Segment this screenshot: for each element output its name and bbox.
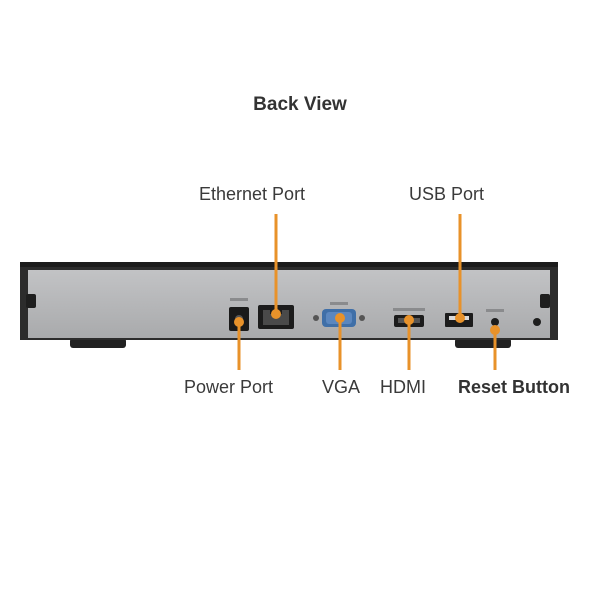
vga-label: VGA [322, 377, 361, 397]
reset-callout-dot [490, 325, 500, 335]
ethernet-callout-dot [271, 309, 281, 319]
usb-callout-dot [455, 313, 465, 323]
power-port-marking [230, 298, 248, 301]
hdmi-callout-dot [404, 315, 414, 325]
right-foot [455, 338, 511, 348]
ethernet-port-label: Ethernet Port [199, 184, 306, 204]
reset-marking [486, 309, 504, 312]
left-foot [70, 338, 126, 348]
power-port-label: Power Port [184, 377, 274, 397]
vga-callout-dot [335, 313, 345, 323]
ground-screw [533, 318, 541, 326]
right-mount-hole [540, 294, 550, 308]
diagram-title: Back View [253, 94, 347, 115]
power-callout-dot [234, 317, 244, 327]
vga-screw-right [359, 315, 365, 321]
vga-screw-left [313, 315, 319, 321]
usb-port-label: USB Port [409, 184, 485, 204]
hdmi-label: HDMI [380, 377, 426, 397]
left-mount-hole [26, 294, 36, 308]
chassis-top-edge [20, 262, 558, 267]
callout-dots [234, 309, 500, 335]
hdmi-marking [393, 308, 425, 311]
reset-button-label: Reset Button [458, 377, 570, 397]
reset-button [491, 318, 499, 326]
vga-marking [330, 302, 348, 305]
